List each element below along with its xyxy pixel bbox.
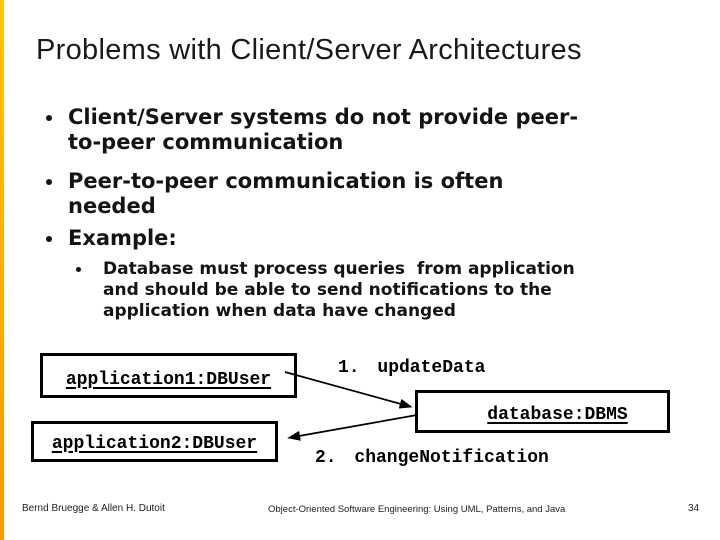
footer-book-title: Object-Oriented Software Engineering: Us… bbox=[268, 504, 566, 515]
bullet-line: application when data have changed bbox=[103, 301, 456, 321]
object-box-application1: application1:DBUser bbox=[40, 353, 297, 398]
sub-bullet-text: Database must process queries from appli… bbox=[103, 259, 575, 322]
bullet-line: and should be able to send notifications… bbox=[103, 280, 552, 300]
object-box-database: database:DBMS bbox=[415, 390, 670, 433]
bullet-line: Database must process queries from appli… bbox=[103, 259, 575, 279]
sub-bullet-item: Database must process queries from appli… bbox=[76, 259, 575, 322]
bullet-text: Peer-to-peer communication is often need… bbox=[68, 169, 503, 219]
object-label: application1:DBUser bbox=[65, 370, 272, 390]
bullet-line: needed bbox=[68, 194, 156, 218]
footer-page-number: 34 bbox=[688, 503, 700, 514]
bullet-item-3: Example: bbox=[46, 226, 177, 251]
bullet-line: Example: bbox=[68, 226, 177, 250]
bullet-text: Client/Server systems do not provide pee… bbox=[68, 105, 578, 155]
bullet-line: Peer-to-peer communication is often bbox=[68, 169, 504, 193]
bullet-dot bbox=[46, 115, 52, 121]
bullet-dot bbox=[46, 236, 52, 242]
bullet-dot bbox=[76, 267, 81, 272]
bullet-text: Example: bbox=[68, 226, 177, 251]
object-label: database:DBMS bbox=[487, 405, 628, 425]
bullet-item-1: Client/Server systems do not provide pee… bbox=[46, 105, 578, 155]
bullet-dot bbox=[46, 179, 52, 185]
footer-authors: Bernd Bruegge & Allen H. Dutoit bbox=[22, 503, 165, 514]
message-label-1: 1. updateData bbox=[338, 358, 486, 378]
object-label: application2:DBUser bbox=[51, 434, 258, 454]
left-accent-bar bbox=[0, 0, 4, 540]
object-box-application2: application2:DBUser bbox=[31, 421, 278, 462]
message-arrow-changeNotification bbox=[287, 414, 418, 441]
message-label-2: 2. changeNotification bbox=[315, 448, 549, 468]
bullet-line: Client/Server systems do not provide pee… bbox=[68, 105, 579, 129]
slide-title: Problems with Client/Server Architecture… bbox=[36, 34, 582, 66]
bullet-line: to-peer communication bbox=[68, 130, 344, 154]
bullet-item-2: Peer-to-peer communication is often need… bbox=[46, 169, 503, 219]
